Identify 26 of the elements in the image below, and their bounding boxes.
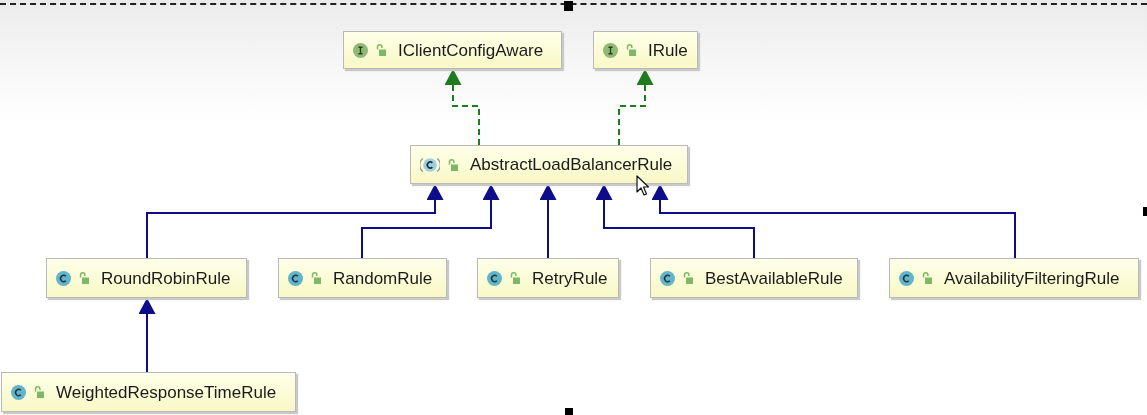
class-name: WeightedResponseTimeRule	[56, 383, 277, 401]
class-name: RandomRule	[333, 269, 433, 287]
class-name: IClientConfigAware	[398, 41, 544, 59]
class-box	[477, 258, 619, 298]
interface-box	[593, 31, 698, 69]
arrow	[146, 183, 444, 259]
arrow	[539, 183, 557, 259]
interface-box	[343, 31, 562, 69]
class-box	[278, 258, 447, 298]
arrow	[595, 183, 755, 259]
class-name: AvailabilityFilteringRule	[944, 269, 1120, 287]
class-box	[1, 372, 296, 412]
class-name: RoundRobinRule	[101, 269, 231, 287]
arrow	[651, 183, 1016, 259]
class-name: IRule	[648, 41, 688, 59]
arrow	[361, 183, 500, 259]
class-box	[410, 145, 688, 184]
dashed-arrow	[618, 68, 654, 146]
class-box	[650, 258, 858, 298]
class-name: RetryRule	[532, 269, 608, 287]
dashed-arrow	[444, 68, 480, 146]
class-box	[889, 258, 1139, 298]
class-name: BestAvailableRule	[705, 269, 843, 287]
arrow	[138, 297, 156, 373]
class-box	[46, 258, 247, 298]
class-name: AbstractLoadBalancerRule	[470, 156, 673, 173]
